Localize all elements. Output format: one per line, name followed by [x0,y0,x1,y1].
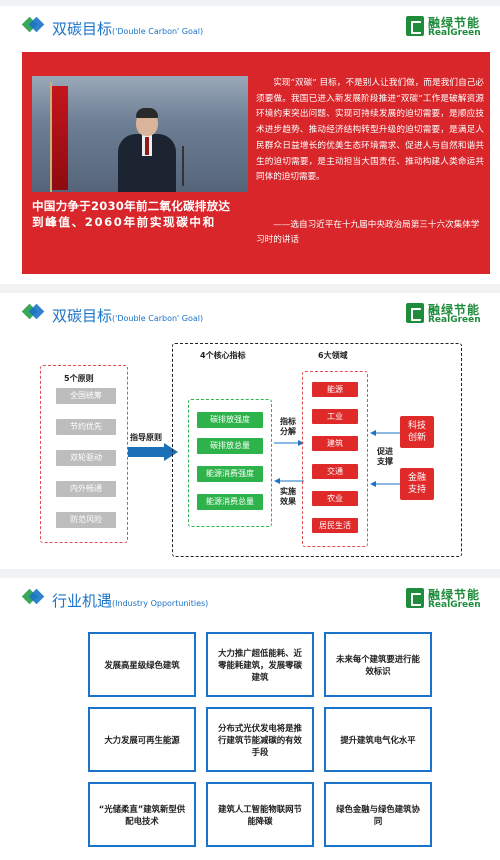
finance-line-1: 金融 [407,473,426,483]
fields-label: 6大领域 [318,351,348,360]
principle-item: 内外畅通 [56,481,116,497]
finance-support-box: 金融支持 [400,468,434,500]
support-label-1: 促进 [377,447,393,456]
opportunity-card: “光储柔直”建筑新型供配电技术 [88,782,196,847]
caption-line-1: 中国力争于2030年前二氧化碳排放达 [32,199,231,213]
brand-logo: 融绿节能 RealGreen [406,14,488,40]
quote-text: 实现“双碳” 目标，不是别人让我们做，而是我们自己必须要做。我国已进入新发展阶段… [256,78,484,183]
tech-innovation-box: 科技创新 [400,416,434,448]
brand-icon [406,16,424,36]
opportunity-card: 建筑人工智能物联网节能降碳 [206,782,314,847]
photo-caption: 中国力争于2030年前二氧化碳排放达 到峰值、2060年前实现碳中和 [32,198,252,230]
slide-header: 行业机遇(Industry Opportunities) 融绿节能 RealGr… [0,578,500,618]
indicators-box [188,399,272,527]
principles-box [40,365,128,543]
slide-header: 双碳目标('Double Carbon' Goal) 融绿节能 RealGree… [0,293,500,333]
effect-label-1: 实施 [280,487,296,496]
brand-icon [406,303,424,323]
finance-line-2: 支持 [407,485,426,495]
brand-name-cn: 融绿节能 [428,16,481,30]
page-title: 双碳目标('Double Carbon' Goal) [52,20,204,38]
slide-header: 双碳目标('Double Carbon' Goal) 融绿节能 RealGree… [0,6,500,46]
opportunity-card: 大力推广超低能耗、近零能耗建筑，发展零碳建筑 [206,632,314,697]
brand-logo: 融绿节能 RealGreen [406,301,488,327]
decompose-label-1: 指标 [280,417,296,426]
framework-box [172,343,462,557]
diamond-logo-icon [22,303,45,320]
decompose-label-2: 分解 [280,427,296,436]
national-flag [52,86,68,190]
indicator-item: 能源消费强度 [197,466,263,482]
field-item: 能源 [312,382,358,397]
brand-logo: 融绿节能 RealGreen [406,586,488,612]
field-item: 交通 [312,464,358,479]
opportunity-card: 未来每个建筑要进行能效标识 [324,632,432,697]
support-label-2: 支撑 [377,457,393,466]
slide-double-carbon-framework: 双碳目标('Double Carbon' Goal) 融绿节能 RealGree… [0,293,500,569]
field-item: 建筑 [312,436,358,451]
hair [136,108,158,118]
speech-photo [32,76,248,192]
guide-label: 指导原则 [130,433,162,442]
decompose-label: 指标 分解 [276,417,300,437]
opportunity-card: 绿色金融与绿色建筑协同 [324,782,432,847]
indicator-item: 碳排放总量 [197,438,263,454]
diamond-logo-icon [22,588,45,605]
principles-label: 5个原则 [64,374,94,383]
field-item: 工业 [312,409,358,424]
indicators-label: 4个核心指标 [200,351,246,360]
opportunity-card: 大力发展可再生能源 [88,707,196,772]
arrow-right-icon [274,440,304,446]
arrow-left-icon [370,430,400,436]
diamond-logo-icon [22,16,45,33]
brand-name-en: RealGreen [428,28,481,38]
fields-box [302,371,368,547]
tech-line-2: 创新 [407,433,426,443]
page-subtitle: ('Double Carbon' Goal) [112,314,204,323]
effect-label: 实施 效果 [276,487,300,507]
brand-icon [406,588,424,608]
support-label: 促进 支撑 [372,447,398,467]
principle-item: 全国统筹 [56,388,116,404]
opportunity-card: 分布式光伏发电将是推行建筑节能减碳的有效手段 [206,707,314,772]
arrow-left-icon [370,481,400,487]
principle-item: 双轮驱动 [56,450,116,466]
flagpole [50,82,52,192]
slide-industry-opportunities: 行业机遇(Industry Opportunities) 融绿节能 RealGr… [0,578,500,860]
tie [145,137,149,155]
opportunity-card: 提升建筑电气化水平 [324,707,432,772]
effect-label-2: 效果 [280,497,296,506]
field-item: 居民生活 [312,518,358,533]
page-title: 行业机遇(Industry Opportunities) [52,592,209,610]
field-item: 农业 [312,491,358,506]
right-arrow-icon [128,443,178,461]
page-subtitle: ('Double Carbon' Goal) [112,27,204,36]
brand-name-en: RealGreen [428,600,481,610]
tech-line-1: 科技 [407,421,426,431]
brand-name-cn: 融绿节能 [428,588,481,602]
page-subtitle: (Industry Opportunities) [112,599,209,608]
page-title: 双碳目标('Double Carbon' Goal) [52,307,204,325]
quote-panel: 中国力争于2030年前二氧化碳排放达 到峰值、2060年前实现碳中和 实现“双碳… [22,52,490,274]
principle-item: 节约优先 [56,419,116,435]
principle-item: 防范风险 [56,512,116,528]
slide-double-carbon-quote: 双碳目标('Double Carbon' Goal) 融绿节能 RealGree… [0,6,500,284]
opportunity-card: 发展高星级绿色建筑 [88,632,196,697]
quote-source: ——选自习近平在十九届中央政治局第三十六次集体学习时的讲话 [256,220,480,245]
brand-name-cn: 融绿节能 [428,303,481,317]
arrow-left-icon [274,478,304,484]
indicator-item: 能源消费总量 [197,494,263,510]
speaker-figure [118,108,176,192]
indicator-item: 碳排放强度 [197,412,263,428]
brand-name-en: RealGreen [428,315,481,325]
microphone-icon [182,146,184,186]
caption-line-2: 到峰值、2060年前实现碳中和 [32,215,216,229]
